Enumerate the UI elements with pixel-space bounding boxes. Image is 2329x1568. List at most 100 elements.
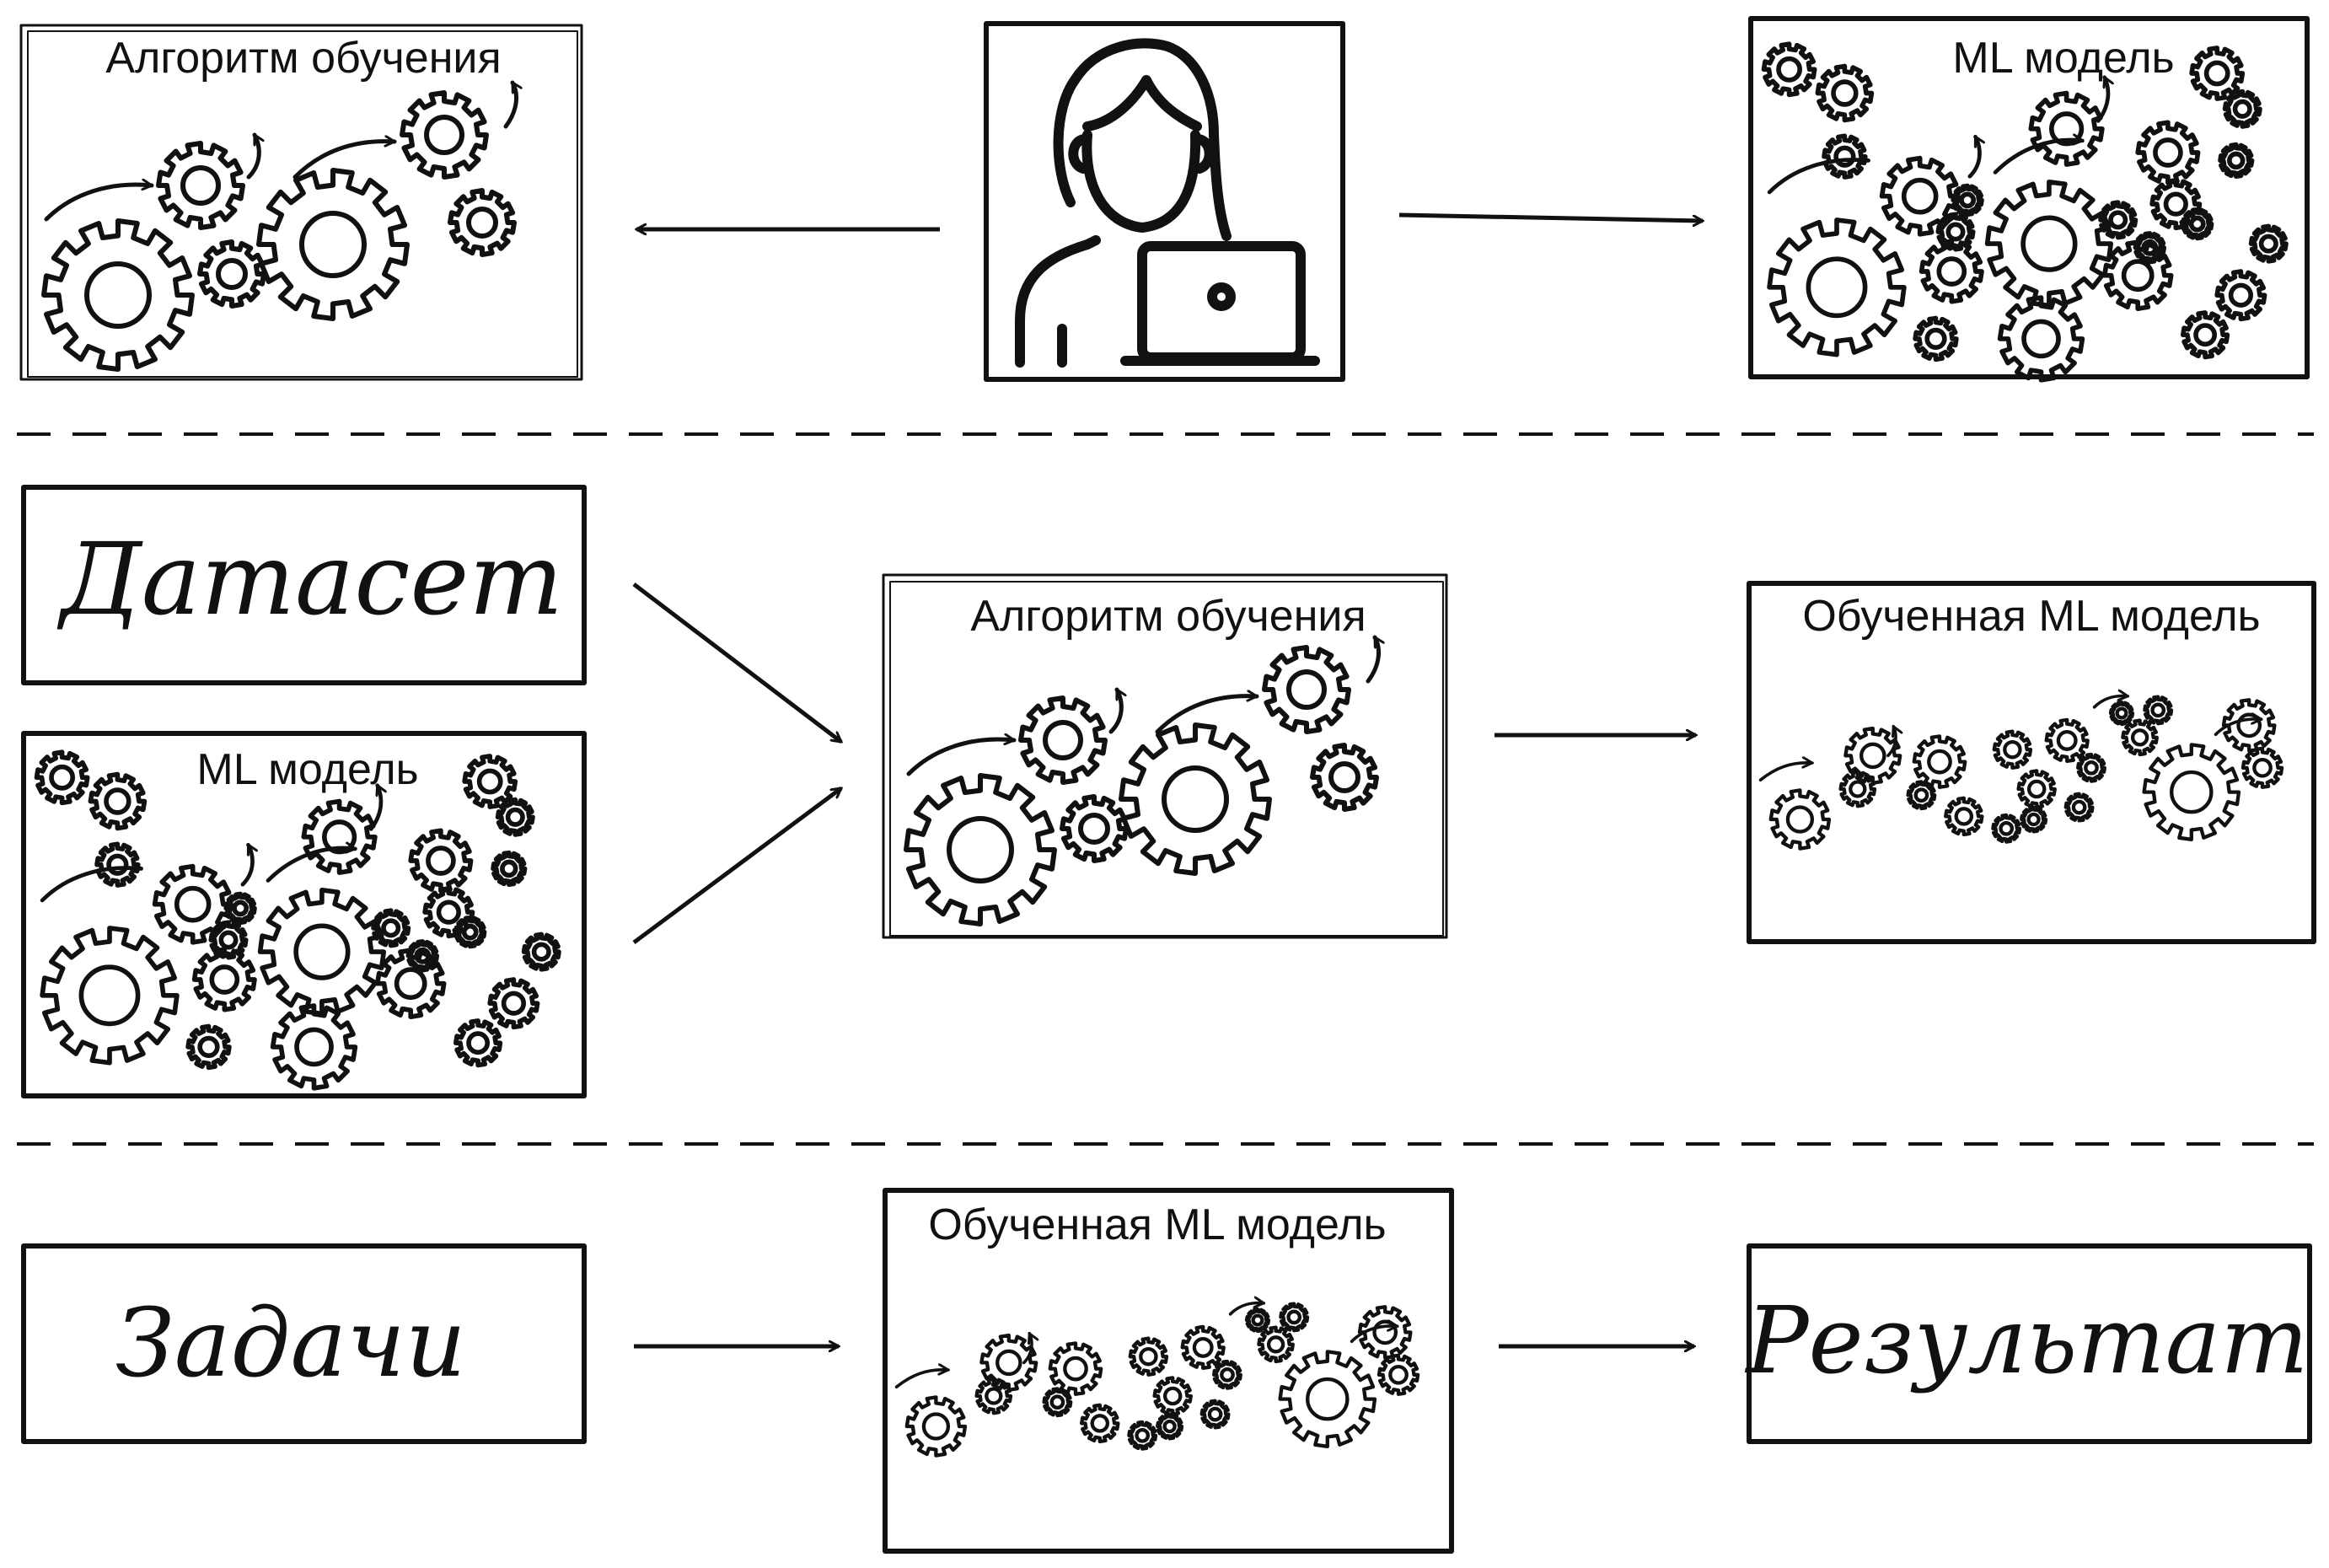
gear-icon [2214, 269, 2267, 322]
gear-icon [1913, 315, 1959, 362]
arrow-person-to-model [1398, 212, 1703, 221]
gear-icon [1119, 722, 1272, 876]
gear-icon [491, 850, 528, 888]
gear-icon [487, 977, 540, 1030]
trained-model-box-title: Обученная ML модель [928, 1200, 1386, 1249]
gear-icon [1199, 1399, 1231, 1430]
gear-icon [1152, 1376, 1193, 1416]
gear-icon [1935, 212, 1976, 252]
gear-icon [256, 168, 410, 321]
curved-arrow-icon [1108, 690, 1121, 734]
gear-icon [495, 797, 535, 837]
gear-icon [1838, 770, 1877, 808]
gear-icon [1761, 41, 1817, 98]
gear-icon [405, 939, 440, 973]
gear-icon [2189, 46, 2246, 101]
gear-icon [400, 90, 489, 180]
gear-icon [301, 798, 378, 875]
gear-icon [1991, 813, 2022, 844]
gear-icon [1262, 645, 1351, 734]
gear-icon [40, 926, 180, 1066]
gear-icon [156, 141, 245, 230]
curved-arrow-icon [503, 83, 517, 129]
curved-arrow-icon [2214, 719, 2262, 736]
gear-icon [1156, 1412, 1184, 1441]
dataset-label: Датасет [56, 521, 563, 637]
curved-arrow-icon [368, 786, 381, 831]
gear-icon [2218, 142, 2255, 180]
curved-arrow-icon [246, 135, 259, 180]
gear-icon [1128, 1336, 1169, 1377]
many-gears-icon [1761, 41, 2289, 383]
gear-icon [208, 920, 249, 960]
gear-icon [257, 887, 387, 1017]
algorithm-box-row2: Алгоритм обучения [882, 573, 1448, 939]
curved-arrow-icon [240, 845, 253, 887]
gear-icon [448, 188, 517, 257]
tasks-box: Задачи [21, 1243, 587, 1444]
curved-arrow-icon [1767, 160, 1869, 195]
trained-model-box-title: Обученная ML модель [1802, 592, 2260, 641]
gear-icon [41, 218, 195, 372]
algorithm-box-title: Алгоритм обучения [105, 34, 501, 83]
tasks-label: Задачи [115, 1289, 466, 1399]
algorithm-box-title: Алгоритм обучения [970, 592, 1366, 641]
curved-arrow-icon [894, 1370, 948, 1388]
gear-icon [2221, 698, 2277, 753]
gear-icon [2142, 743, 2241, 841]
curved-arrow-icon [1993, 140, 2082, 175]
gear-icon [1212, 1359, 1242, 1390]
gear-icon [453, 915, 487, 949]
gear-icon [2180, 310, 2230, 360]
gear-icon [1244, 1307, 1271, 1334]
curved-arrow-icon [1886, 727, 1896, 758]
gear-icon [191, 947, 257, 1012]
curved-arrow-icon [292, 142, 397, 180]
gear-icon [1018, 695, 1108, 785]
gear-icon [1048, 1341, 1103, 1396]
gear-icon [2044, 717, 2090, 764]
gear-icon [2028, 90, 2105, 167]
gear-icon [2063, 792, 2095, 823]
gear-icon [1080, 1403, 1120, 1444]
algorithm-box-row1: Алгоритм обучения [19, 24, 583, 381]
gear-icon [2016, 769, 2057, 809]
model-box-row1: ML модель [1748, 16, 2310, 383]
gear-icon [408, 828, 474, 894]
gear-icon [1997, 295, 2085, 383]
trained-model-box-row3: Обученная ML модель [883, 1188, 1454, 1554]
gear-icon [1278, 1350, 1377, 1448]
gear-icon [904, 773, 1057, 926]
gear-icon [2108, 700, 2135, 727]
gear-icon [1984, 179, 2114, 309]
curved-arrow-icon [40, 868, 142, 903]
dataset-box: Датасет [21, 485, 587, 685]
gear-icon [185, 1023, 232, 1071]
gear-icon [1127, 1420, 1158, 1451]
arrow-dataset-to-algorithm [632, 583, 841, 744]
gear-icon [2121, 718, 2159, 757]
gear-icon [2135, 120, 2201, 185]
gear-icon [1822, 133, 1868, 180]
gear-icon [1992, 729, 2033, 770]
person-with-laptop-icon [1015, 38, 1320, 368]
model-box-title: ML модель [196, 745, 418, 794]
gear-icon [2222, 89, 2262, 129]
gear-icon [1279, 1302, 1310, 1333]
gear-icon [94, 841, 141, 888]
result-box: Результат [1744, 1243, 2312, 1444]
gear-icon [34, 749, 90, 806]
gears-with-arrows-icon [904, 637, 1379, 926]
gear-icon [1918, 239, 1984, 304]
gear-icon [1357, 1305, 1413, 1360]
curved-arrow-icon [2092, 696, 2128, 709]
gear-icon [88, 771, 148, 831]
gear-icon [1767, 217, 1907, 357]
gear-icon [1944, 796, 1984, 837]
curved-arrow-icon [44, 185, 152, 222]
ordered-gears-icon [894, 1302, 1420, 1458]
gear-icon [1768, 788, 1832, 851]
gear-icon [2143, 695, 2174, 726]
trained-model-box-row2: Обученная ML модель [1747, 581, 2316, 944]
gear-icon [2180, 207, 2214, 241]
